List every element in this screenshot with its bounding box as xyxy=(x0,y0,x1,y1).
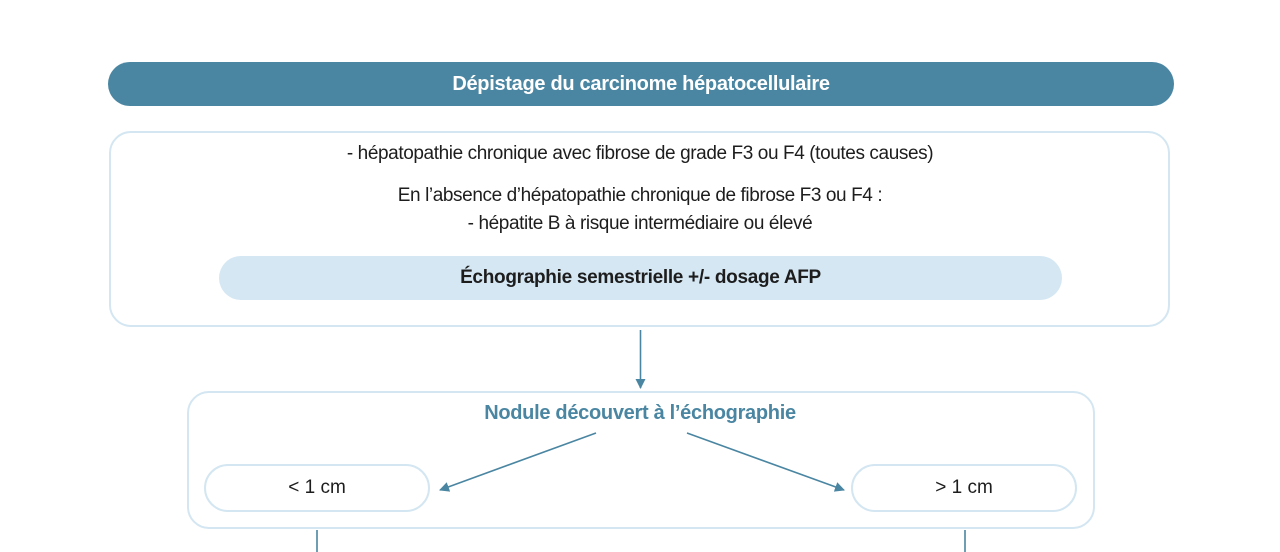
header-title: Dépistage du carcinome hépatocellulaire xyxy=(452,72,830,95)
size-pill-large: > 1 cm xyxy=(851,464,1077,512)
nodule-title: Nodule découvert à l’échographie xyxy=(484,402,796,424)
size-small-label: < 1 cm xyxy=(288,477,346,498)
header-banner: Dépistage du carcinome hépatocellulaire xyxy=(108,62,1174,106)
criteria-line-fibrosis: - hépatopathie chronique avec fibrose de… xyxy=(346,143,934,164)
criteria-line-hepatitis-b: - hépatite B à risque intermédiaire ou é… xyxy=(467,213,813,234)
criteria-box xyxy=(109,131,1170,327)
screening-pill: Échographie semestrielle +/- dosage AFP xyxy=(219,256,1062,300)
size-large-label: > 1 cm xyxy=(935,477,993,498)
criteria-line-absence: En l’absence d’hépatopathie chronique de… xyxy=(397,185,883,206)
size-pill-small: < 1 cm xyxy=(204,464,430,512)
screening-label: Échographie semestrielle +/- dosage AFP xyxy=(460,267,821,288)
nodule-box xyxy=(187,391,1095,529)
